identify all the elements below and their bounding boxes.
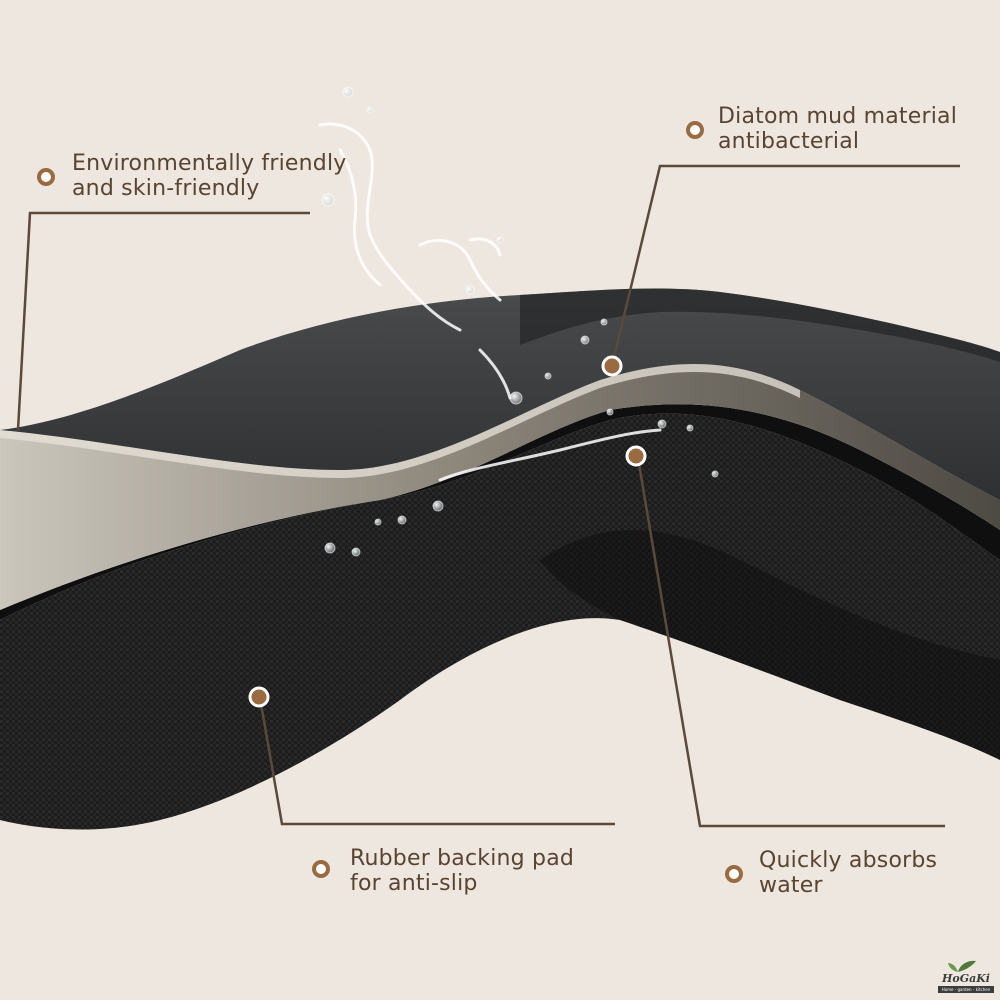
leader-rubber [258, 697, 615, 826]
label-environment-line1: Environmentally friendly [72, 151, 347, 176]
leader-environment [16, 211, 310, 431]
brand-logo: HoGaKi Home - garden - kitchen [936, 958, 996, 998]
bullet-diatom [686, 121, 704, 139]
leader-absorb [636, 457, 945, 828]
middle-layer [0, 363, 1000, 610]
marker-absorb [625, 445, 647, 467]
logo-tagline: Home - garden - kitchen [938, 986, 994, 993]
water-splash [318, 122, 662, 482]
leader-diatom [610, 164, 960, 367]
label-rubber: Rubber backing pad for anti-slip [350, 846, 574, 896]
bullet-rubber [312, 860, 330, 878]
label-bullets [37, 121, 743, 883]
bottom-layer [0, 413, 1000, 830]
logo-brand: HoGaKi [942, 972, 990, 985]
bullet-environment [37, 168, 55, 186]
label-absorb: Quickly absorbs water [759, 848, 937, 898]
water-droplets [321, 86, 719, 557]
label-environment-line2: and skin-friendly [72, 176, 260, 201]
bottom-layer-shade [540, 530, 1000, 760]
label-environment: Environmentally friendly and skin-friend… [72, 151, 346, 201]
marker-diatom [601, 355, 623, 377]
leaf-icon [948, 960, 976, 972]
label-diatom-line1: Diatom mud material [718, 104, 958, 129]
bullet-absorb [725, 865, 743, 883]
marker-rubber [248, 686, 270, 708]
label-absorb-line1: Quickly absorbs [759, 848, 938, 873]
label-absorb-line2: water [759, 873, 823, 898]
callout-markers [248, 355, 647, 708]
leader-lines [16, 164, 960, 828]
label-rubber-line1: Rubber backing pad [350, 846, 575, 871]
label-rubber-line2: for anti-slip [350, 871, 478, 896]
top-layer [0, 288, 1000, 500]
label-diatom: Diatom mud material antibacterial [718, 104, 957, 154]
label-diatom-line2: antibacterial [718, 129, 860, 154]
top-layer-rim [520, 288, 1000, 362]
